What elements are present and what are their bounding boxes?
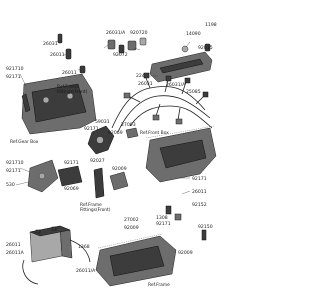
battery — [22, 225, 91, 285]
label-14090: 14090 — [186, 31, 201, 37]
label-25085: 25085 — [186, 89, 201, 95]
label-26011a-bl: 26011A — [6, 250, 25, 256]
label-92069-b: 92069 — [64, 186, 79, 192]
bottom-tray — [95, 233, 177, 287]
label-27002: 27002 — [124, 217, 139, 223]
label-92171-e: 92171 — [156, 221, 171, 227]
label-26011-left: 26011 — [62, 70, 77, 76]
label-92171-c: 92171 — [64, 160, 79, 166]
label-26031-mid: 26031 — [138, 81, 153, 87]
ref-front-box: Ref.Front Box — [140, 130, 169, 136]
label-26011-r: 26011 — [192, 189, 207, 195]
label-92171-a: 92171 — [6, 74, 21, 80]
label-921710-left: 921710 — [6, 66, 24, 72]
label-26031-a-top: 26031/A — [106, 30, 126, 36]
label-92027: 92027 — [90, 158, 105, 164]
label-92009-c: 92009 — [178, 250, 193, 256]
ref-frame-bottom: Ref.Frame — [148, 282, 170, 288]
label-921710-b: 921710 — [6, 160, 24, 166]
label-92152: 92152 — [192, 202, 207, 208]
label-530: 530 — [6, 182, 15, 188]
label-92171-b: 92171 — [6, 168, 21, 174]
center-module — [87, 125, 139, 155]
lower-center-fittings — [93, 167, 129, 199]
relay-group — [103, 37, 147, 56]
parts-diagram: 1198 26031 26011 26011 26031/A 92072 920… — [6, 22, 217, 288]
label-92069-mid: 92069 — [108, 130, 123, 136]
left-mid-bracket — [27, 159, 83, 193]
label-92171-d: 92171 — [192, 176, 207, 182]
label-26031-a-right: 26031/A — [166, 82, 186, 88]
label-1308: 1308 — [156, 215, 168, 221]
label-26031-a: 26031 — [43, 41, 58, 47]
label-1368: 1368 — [78, 244, 90, 250]
label-92171-mid: 92171 — [84, 126, 99, 132]
diagram-code: 1198 — [205, 22, 217, 28]
wiring-harness — [111, 72, 213, 133]
label-59031: 59031 — [95, 119, 110, 125]
front-box-panel — [145, 125, 217, 183]
label-92009-b: 92009 — [124, 225, 139, 231]
label-92015-top: 92015 — [198, 45, 213, 51]
left-bracket — [21, 73, 97, 135]
label-26011-top: 26011 — [50, 52, 65, 58]
meter-unit — [149, 41, 213, 83]
label-27003: 27003 — [121, 122, 136, 128]
label-92009: 92009 — [112, 166, 127, 172]
label-92072-top: 92072 — [113, 52, 128, 58]
lower-right-connectors — [165, 205, 207, 241]
label-920720-top: 920720 — [130, 30, 148, 36]
label-224: 224 — [136, 73, 145, 79]
label-92150-e: 92150 — [198, 224, 213, 230]
ref-gear-box: Ref.Gear Box — [10, 139, 39, 145]
label-26011-bl: 26011 — [6, 242, 21, 248]
label-26011a-b: 26011/A — [76, 268, 96, 274]
